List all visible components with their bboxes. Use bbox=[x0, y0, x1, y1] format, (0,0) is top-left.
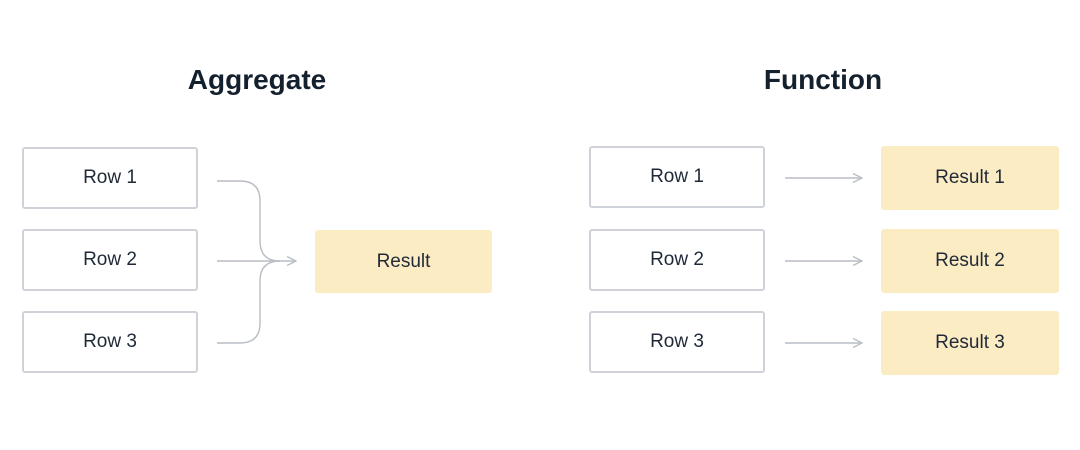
agg-connector-row-1 bbox=[217, 180, 281, 262]
function-result-1: Result 1 bbox=[881, 146, 1059, 210]
function-row-1: Row 1 bbox=[589, 146, 765, 208]
aggregate-row-3: Row 3 bbox=[22, 311, 198, 373]
aggregate-row-2: Row 2 bbox=[22, 229, 198, 291]
aggregate-row-1: Row 1 bbox=[22, 147, 198, 209]
function-row-3: Row 3 bbox=[589, 311, 765, 373]
function-result-3: Result 3 bbox=[881, 311, 1059, 375]
function-title: Function bbox=[763, 64, 883, 95]
function-row-2: Row 2 bbox=[589, 229, 765, 291]
aggregate-title: Aggregate bbox=[187, 64, 327, 95]
agg-connector-row-3 bbox=[217, 260, 281, 344]
aggregate-result: Result bbox=[315, 230, 492, 293]
function-result-2: Result 2 bbox=[881, 229, 1059, 293]
